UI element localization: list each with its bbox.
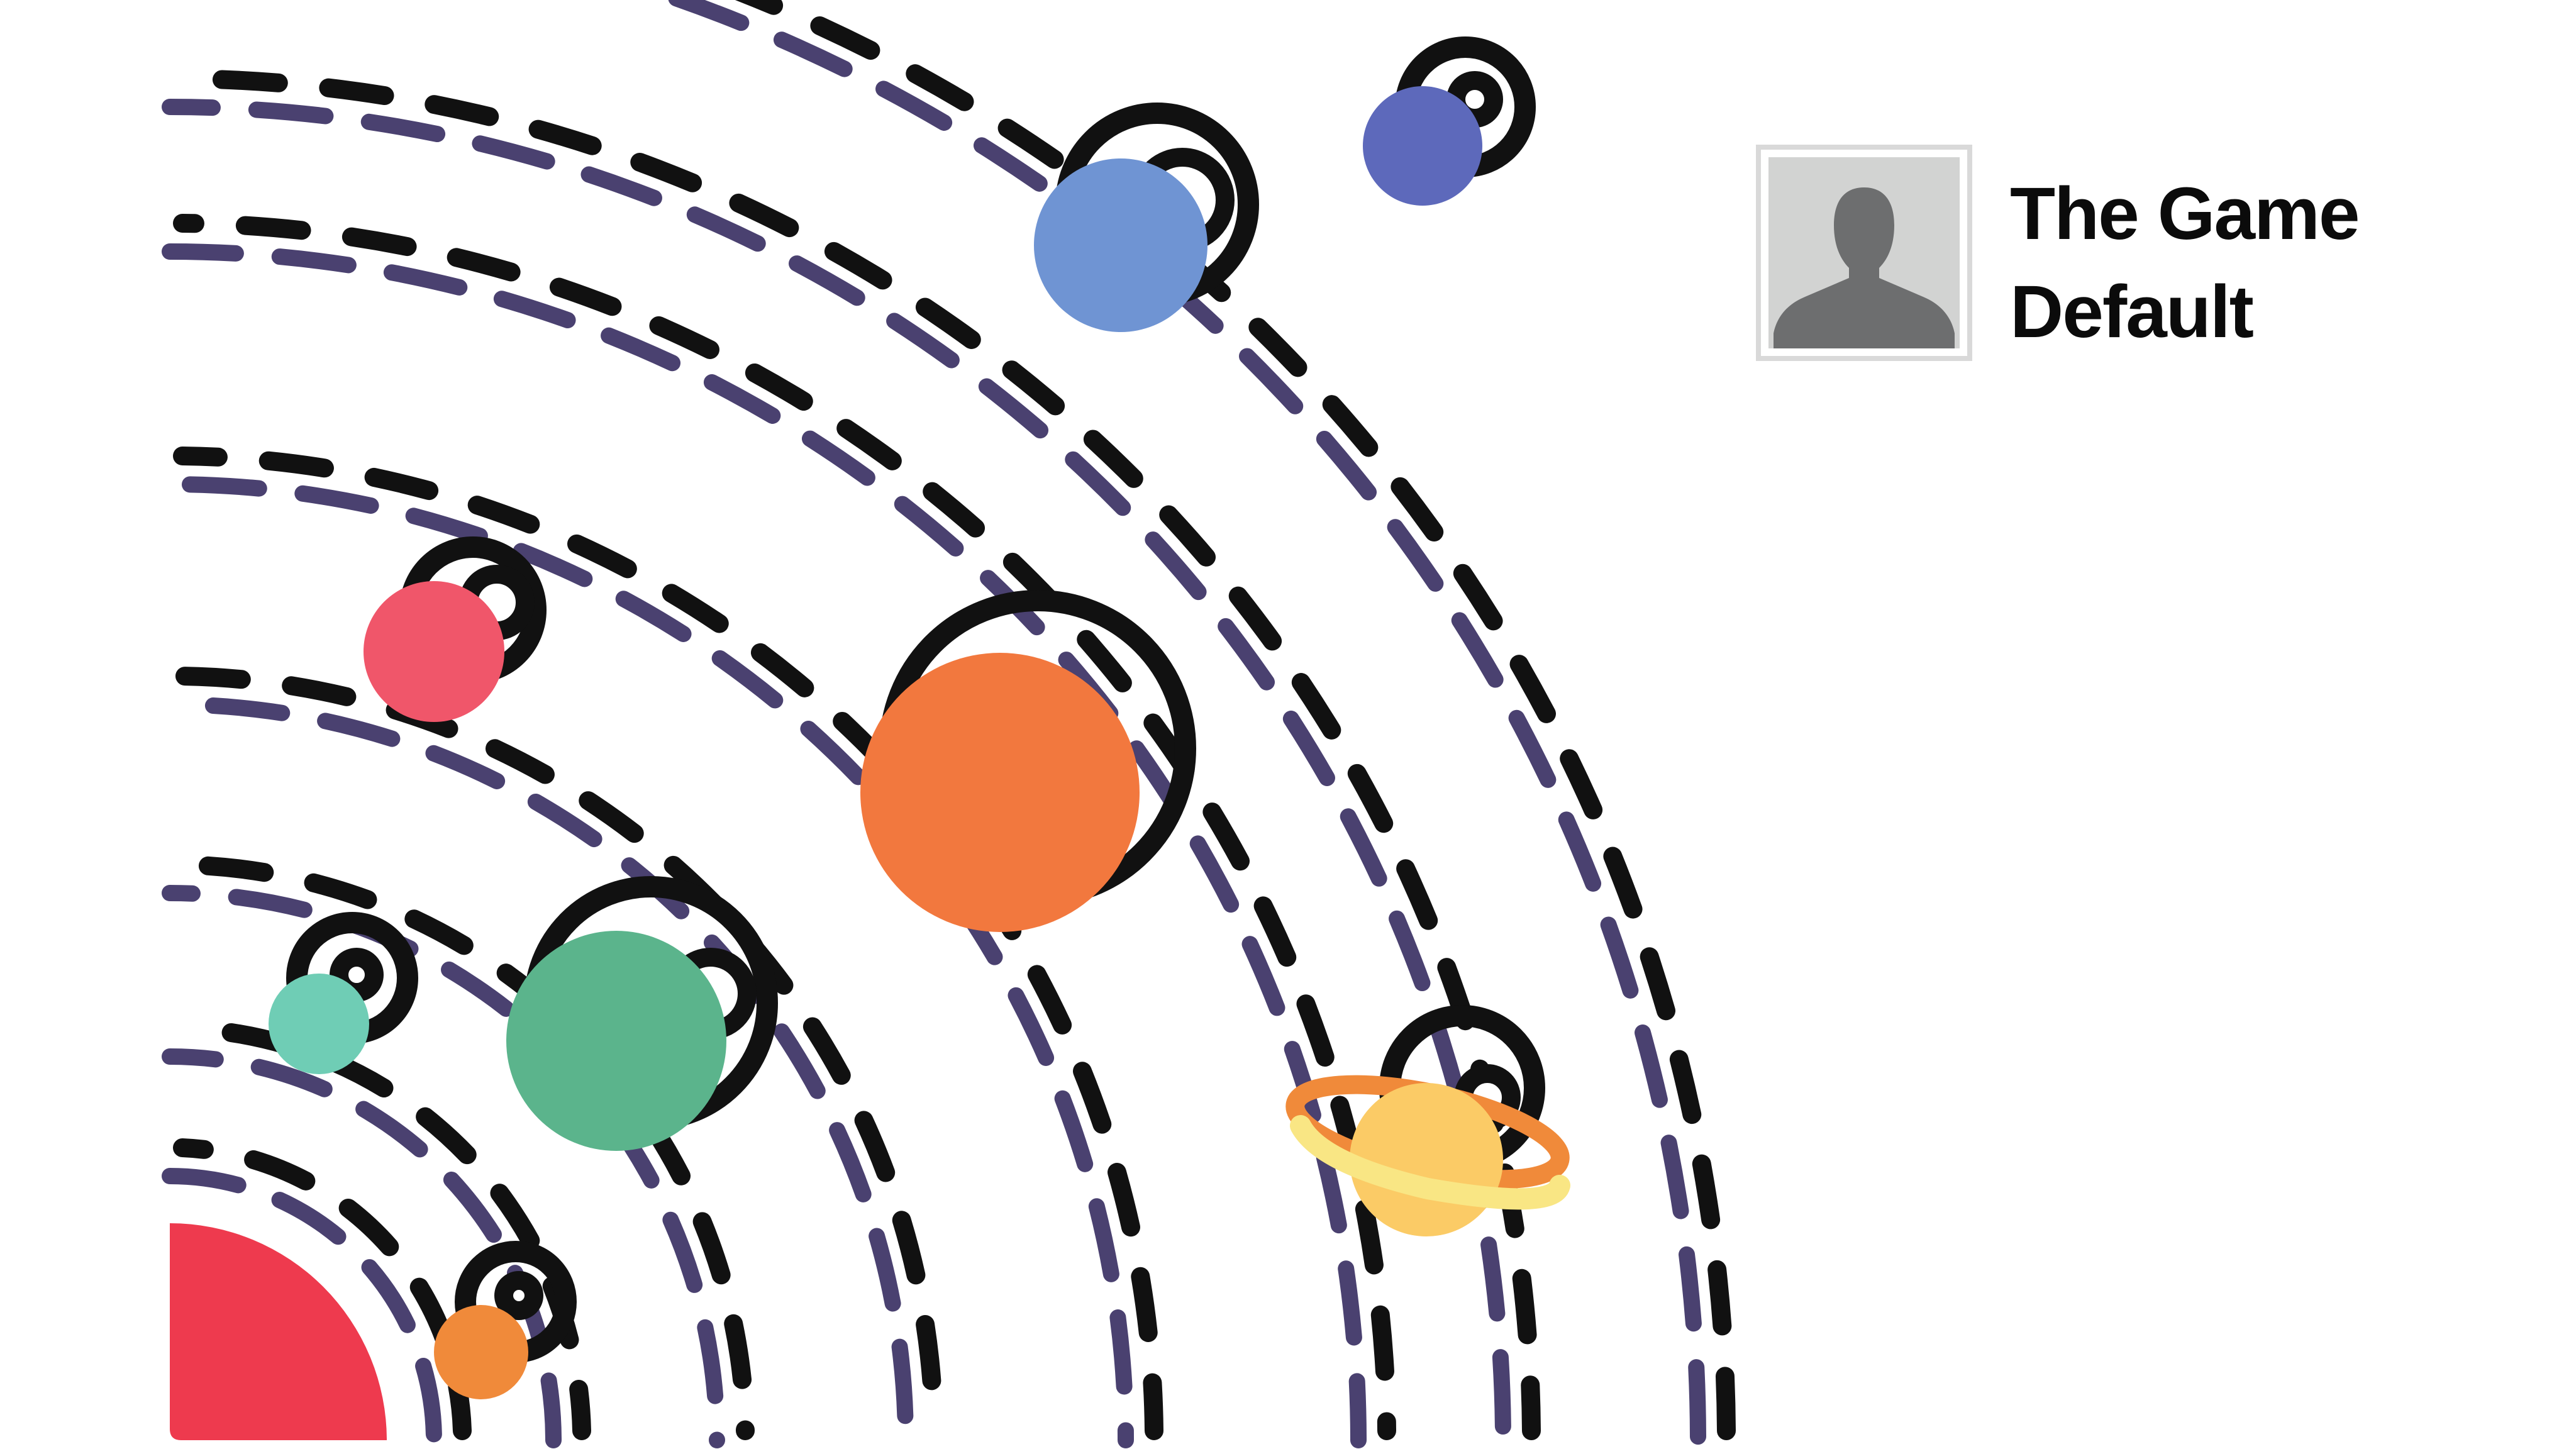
purple-orbit-arc: [162, 1048, 562, 1448]
purple-orbit-arc: [162, 1168, 442, 1448]
profile-name-line-1: The Game: [2010, 172, 2360, 255]
black-orbit-arc: [173, 214, 1396, 1440]
black-orbit-arc: [173, 855, 755, 1440]
purple-orbit-arc: [655, 0, 1706, 1448]
profile-name-line-2: Default: [2010, 270, 2254, 353]
black-orbit-arc: [173, 447, 1163, 1440]
sun-shape: [170, 1223, 387, 1440]
profile-avatar: [1756, 145, 1972, 361]
avatar-background: [1768, 157, 1960, 348]
purple-orbit-arc: [162, 476, 1134, 1448]
purple-orbit-arc: [162, 696, 914, 1448]
green-planet: [506, 931, 726, 1151]
orange-planet: [860, 653, 1140, 932]
blue-planet: [1034, 158, 1208, 332]
indigo-planet: [1363, 86, 1482, 206]
small-orange-planet: [434, 1305, 528, 1399]
profile-name: The Game Default: [2010, 165, 2360, 361]
black-orbit-arc: [735, 0, 1736, 1440]
teal-planet: [269, 974, 369, 1074]
ringed-yellow-planet: [1285, 1075, 1570, 1236]
purple-orbit-arc: [162, 243, 1367, 1448]
default-user-silhouette-icon: [1774, 187, 1955, 348]
red-planet: [364, 581, 504, 722]
purple-orbit-arc: [162, 99, 1511, 1448]
black-orbit-arc: [173, 1138, 472, 1440]
